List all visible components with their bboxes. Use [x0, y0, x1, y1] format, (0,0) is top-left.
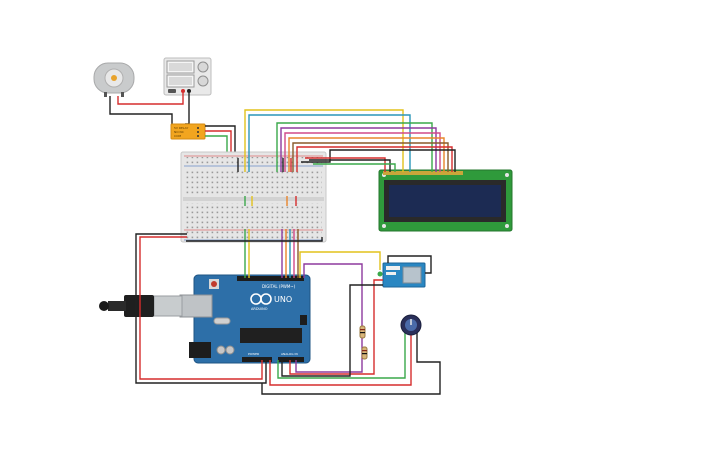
digital-header-label: DIGITAL (PWM~)	[262, 284, 296, 289]
microcontroller-chip	[240, 328, 302, 343]
motor-shaft-icon	[111, 75, 117, 81]
breadboard-jumpers	[237, 158, 297, 206]
relay-label-line-2: NO NC	[174, 130, 184, 134]
voltage-knob-icon[interactable]	[197, 61, 209, 73]
lcd-display[interactable]	[378, 169, 513, 232]
power-supply[interactable]	[163, 57, 212, 96]
relay-wires	[205, 125, 236, 152]
usb-port	[179, 294, 213, 318]
reset-button[interactable]	[211, 281, 217, 287]
potentiometer[interactable]	[400, 314, 422, 336]
analog-header	[278, 357, 304, 362]
arduino-uno[interactable]: DIGITAL (PWM~) UNO ARDUINO POWER ANALOG …	[179, 274, 311, 364]
motor-wires	[109, 93, 190, 128]
lcd-pin-header	[383, 171, 463, 175]
esp-wires	[261, 251, 441, 395]
power-jack	[189, 342, 211, 358]
arduino-wires	[135, 229, 323, 384]
breadboard[interactable]	[180, 151, 327, 243]
relay-label-line-1: 5V RELAY	[174, 126, 188, 130]
resistor-2[interactable]	[361, 346, 368, 360]
power-header-label: POWER	[248, 352, 259, 356]
uno-label: UNO	[274, 295, 292, 304]
lcd-wires	[244, 109, 456, 172]
analog-header-label: ANALOG IN	[281, 352, 298, 356]
usb-cable	[99, 295, 183, 317]
digital-header	[237, 276, 304, 281]
arduino-sub-label: ARDUINO	[251, 307, 268, 311]
power-header	[242, 357, 272, 362]
resistor-1[interactable]	[359, 325, 366, 339]
power-switch[interactable]	[168, 89, 176, 93]
lcd-screen	[389, 185, 501, 217]
current-knob-icon[interactable]	[197, 75, 209, 87]
esp8266-wifi-module[interactable]	[377, 262, 426, 288]
relay-label-line-3: COM	[174, 134, 181, 138]
relay-module[interactable]: 5V RELAY NO NC COM	[170, 123, 206, 140]
dc-motor[interactable]	[93, 62, 135, 97]
arduino-logo-icon	[250, 293, 272, 305]
